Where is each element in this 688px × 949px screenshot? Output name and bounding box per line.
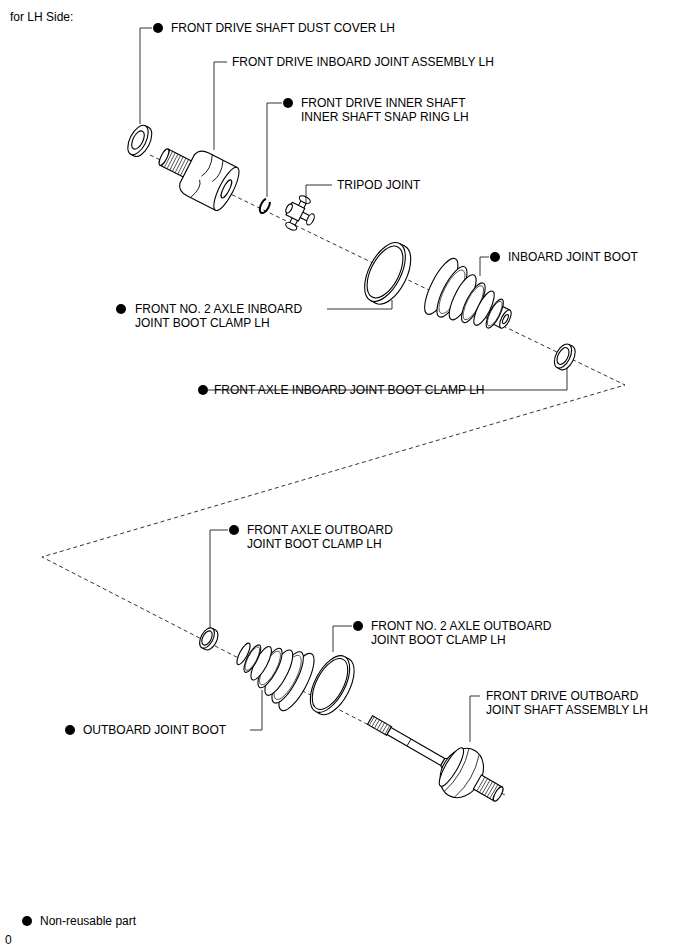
- boot-fold: [484, 299, 504, 328]
- ring-edge: [551, 341, 575, 371]
- tripod-bore: [285, 203, 294, 214]
- leader-line: [210, 530, 228, 628]
- leader-line: [306, 185, 332, 203]
- cv-stub-end: [492, 786, 505, 803]
- page-title: for LH Side:: [10, 10, 73, 24]
- leader-line: [250, 690, 262, 730]
- part-label: FRONT DRIVE SHAFT DUST COVER LH: [171, 21, 395, 35]
- clamp-ring: [356, 236, 419, 310]
- spline-tooth: [482, 780, 490, 794]
- ring-hole: [360, 241, 411, 304]
- cv-housing: [431, 740, 492, 805]
- leader-line: [327, 300, 392, 309]
- page-number: 0: [5, 933, 12, 947]
- tripod-roller: [298, 194, 311, 205]
- spline-tooth: [479, 779, 487, 793]
- ring-edge: [197, 625, 218, 650]
- part-label: FRONT NO. 2 AXLE OUTBOARD JOINT BOOT CLA…: [371, 619, 568, 647]
- leader-line: [333, 626, 352, 652]
- leader-line: [140, 28, 152, 124]
- clamp-ring: [302, 650, 362, 721]
- part-label: OUTBOARD JOINT BOOT: [83, 723, 226, 737]
- spline-tooth: [175, 157, 183, 173]
- part-label: FRONT DRIVE OUTBOARD JOINT SHAFT ASSEMBL…: [486, 689, 664, 717]
- non-reusable-mark: [490, 252, 500, 262]
- leader-line: [470, 696, 480, 742]
- part-label: FRONT DRIVE INBOARD JOINT ASSEMBLY LH: [232, 55, 494, 69]
- spline-tooth: [485, 782, 493, 796]
- part-label: FRONT AXLE OUTBOARD JOINT BOOT CLAMP LH: [247, 523, 407, 551]
- part-label: TRIPOD JOINT: [337, 178, 420, 192]
- ring-hole: [555, 346, 572, 367]
- spline-tooth: [477, 777, 485, 791]
- leader-line: [267, 103, 282, 197]
- non-reusable-mark: [65, 725, 75, 735]
- non-reusable-mark: [116, 304, 126, 314]
- part-label: FRONT DRIVE INNER SHAFT INNER SHAFT SNAP…: [301, 96, 486, 124]
- non-reusable-mark: [153, 23, 163, 33]
- ring-hole: [305, 653, 355, 715]
- clamp-ring: [124, 122, 156, 160]
- ring-hole: [129, 129, 147, 151]
- spline-end: [157, 148, 171, 167]
- housing-mouth: [209, 164, 243, 213]
- part-label: INBOARD JOINT BOOT: [508, 250, 638, 264]
- tripod-roller: [284, 221, 297, 232]
- legend-text: Non-reusable part: [40, 914, 136, 928]
- ring-edge: [356, 236, 414, 308]
- non-reusable-mark: [283, 98, 293, 108]
- non-reusable-mark: [353, 621, 363, 631]
- part-label: FRONT AXLE INBOARD JOINT BOOT CLAMP LH: [214, 383, 485, 397]
- tripod-roller: [305, 213, 316, 226]
- housing-bore: [219, 179, 233, 200]
- shaft-groove: [407, 739, 411, 746]
- non-reusable-mark: [198, 385, 208, 395]
- ring-edge: [302, 650, 358, 719]
- boot-convolution: [483, 297, 507, 330]
- cv-rib: [444, 748, 483, 799]
- joint-boot: [225, 624, 320, 715]
- ring-hole: [200, 629, 215, 647]
- clamp-ring: [197, 625, 221, 652]
- non-reusable-mark: [22, 916, 32, 926]
- part-label: FRONT NO. 2 AXLE INBOARD JOINT BOOT CLAM…: [135, 302, 315, 330]
- tripod-joint: [279, 191, 322, 236]
- clamp-ring: [551, 341, 579, 372]
- inboard-joint: [150, 134, 243, 213]
- snap-ring: [258, 198, 272, 215]
- shaft-bar: [387, 728, 445, 766]
- spline-tooth: [178, 158, 186, 174]
- joint-boot: [418, 254, 523, 348]
- boot-convolution: [234, 642, 252, 667]
- spline-tooth: [172, 155, 180, 171]
- boot-neck-bore: [501, 314, 509, 325]
- spline-tooth: [170, 154, 178, 170]
- leader-line: [480, 257, 489, 276]
- leader-line: [214, 62, 227, 150]
- non-reusable-mark: [229, 525, 239, 535]
- ring-edge: [124, 122, 153, 158]
